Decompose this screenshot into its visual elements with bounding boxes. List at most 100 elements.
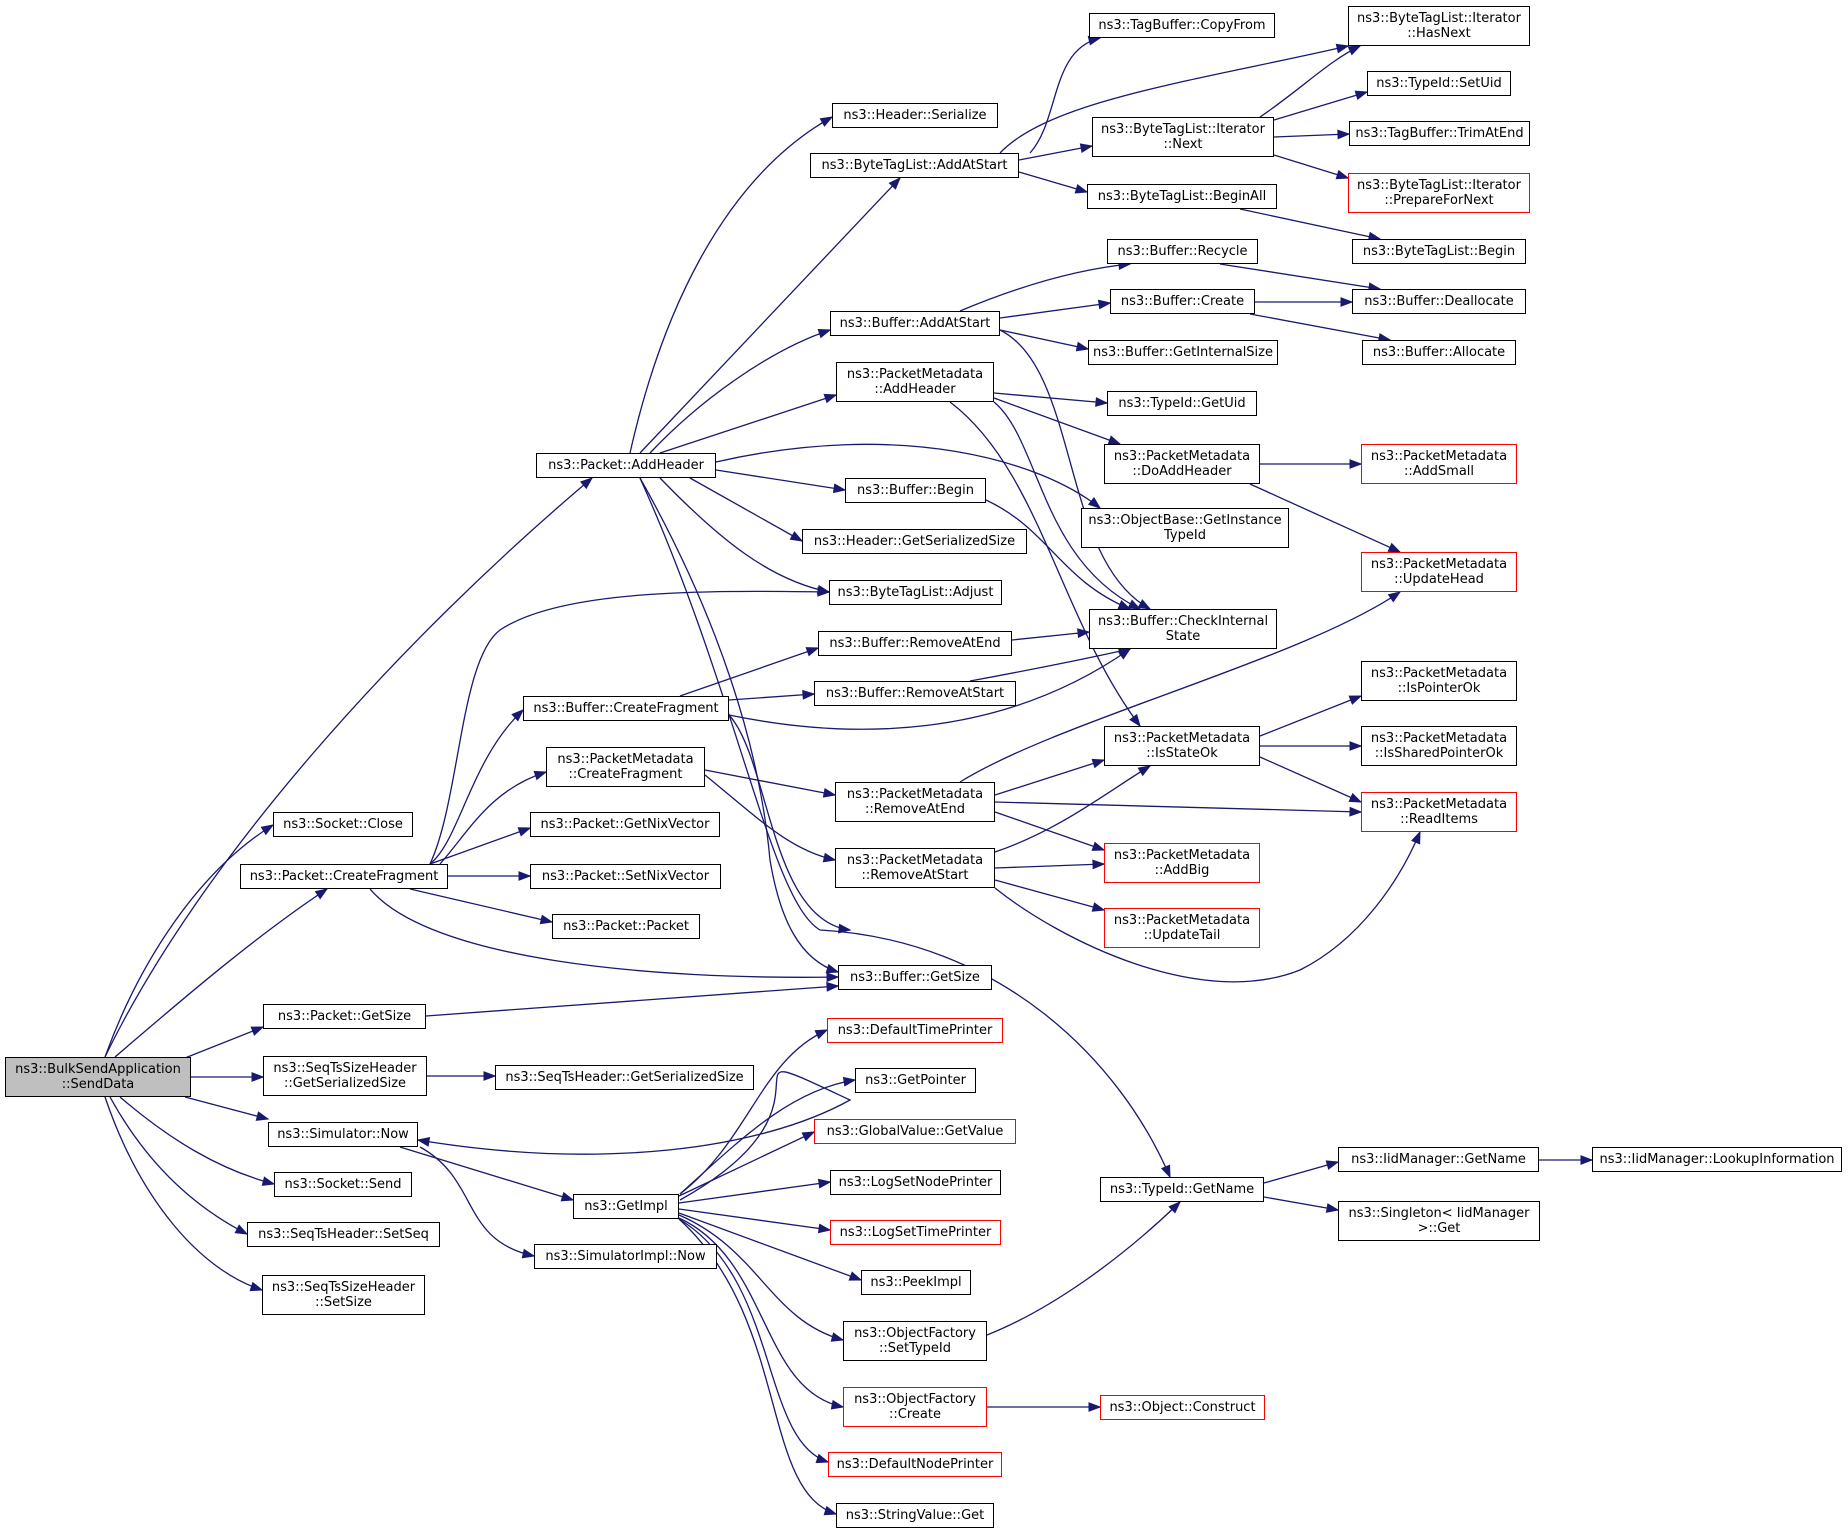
e-ah-hgss [689,477,804,542]
node-packet-addheader[interactable]: ns3::Packet::AddHeader [536,453,716,478]
e-next-prepare [1273,154,1350,180]
e-doadd-updatehead [1249,483,1402,553]
node-packetmetadata-issharedpointerok[interactable]: ns3::PacketMetadata::IsSharedPointerOk [1361,726,1517,766]
node-typeid-getuid[interactable]: ns3::TypeId::GetUid [1107,391,1257,416]
e-getimpl-simnow [416,1071,852,1201]
e-pmah-isstateok [949,401,1141,728]
e-getimpl-globalvalue [678,1131,816,1197]
node-packetmetadata-createfragment[interactable]: ns3::PacketMetadata::CreateFragment [546,747,705,787]
e-root-addheader [104,477,594,1058]
node-buffer-allocate[interactable]: ns3::Buffer::Allocate [1362,340,1516,365]
node-peekimpl[interactable]: ns3::PeekImpl [861,1270,971,1295]
e-pcf-packet [409,888,554,925]
node-tagbuffer-copyfrom[interactable]: ns3::TagBuffer::CopyFrom [1089,13,1275,38]
node-typeid-setuid[interactable]: ns3::TypeId::SetUid [1367,71,1511,96]
node-getimpl[interactable]: ns3::GetImpl [573,1194,679,1219]
node-packetmetadata-addsmall[interactable]: ns3::PacketMetadata::AddSmall [1361,444,1517,484]
node-buffer-create[interactable]: ns3::Buffer::Create [1110,289,1255,314]
e-pmras-readitems [994,830,1421,983]
node-getpointer[interactable]: ns3::GetPointer [855,1068,976,1093]
node-buffer-getinternalsize[interactable]: ns3::Buffer::GetInternalSize [1088,340,1278,365]
node-buffer-createfragment[interactable]: ns3::Buffer::CreateFragment [523,696,729,721]
node-packetmetadata-ispointerok[interactable]: ns3::PacketMetadata::IsPointerOk [1361,661,1517,701]
node-objectfactory-settypeid[interactable]: ns3::ObjectFactory::SetTypeId [843,1321,987,1361]
e-pmras-updatetail [994,879,1106,912]
node-buffer-addatstart[interactable]: ns3::Buffer::AddAtStart [830,311,1000,336]
node-bytetaglist-begin[interactable]: ns3::ByteTagList::Begin [1352,239,1526,264]
e-ah-adjust [659,477,831,595]
e-getimpl-peekimpl [678,1212,863,1281]
node-buffer-getsize[interactable]: ns3::Buffer::GetSize [838,965,992,990]
e-btladd-copyfrom [1029,35,1102,154]
node-defaultnodeprinter[interactable]: ns3::DefaultNodePrinter [828,1452,1002,1477]
node-packetmetadata-isstateok[interactable]: ns3::PacketMetadata::IsStateOk [1104,726,1260,766]
node-buffer-removeatend[interactable]: ns3::Buffer::RemoveAtEnd [818,631,1012,656]
node-typeid-getname[interactable]: ns3::TypeId::GetName [1100,1177,1264,1202]
e-pmcf-pmremoveatend [704,769,837,798]
node-buffer-deallocate[interactable]: ns3::Buffer::Deallocate [1352,289,1526,314]
node-seqtssizeheader-getserializedsize[interactable]: ns3::SeqTsSizeHeader::GetSerializedSize [263,1056,427,1096]
node-stringvalue-get[interactable]: ns3::StringValue::Get [836,1503,994,1528]
node-packet-getsize[interactable]: ns3::Packet::GetSize [263,1004,426,1029]
node-seqtssizeheader-setsize[interactable]: ns3::SeqTsSizeHeader::SetSize [262,1275,425,1315]
node-globalvalue-getvalue[interactable]: ns3::GlobalValue::GetValue [814,1119,1016,1144]
node-bytetaglist-iterator-next[interactable]: ns3::ByteTagList::Iterator::Next [1092,117,1274,157]
node-simulator-now[interactable]: ns3::Simulator::Now [268,1122,418,1147]
node-iidmanager-lookupinformation[interactable]: ns3::IidManager::LookupInformation [1592,1147,1842,1172]
node-header-getserializedsize[interactable]: ns3::Header::GetSerializedSize [802,529,1027,554]
node-packet-packet[interactable]: ns3::Packet::Packet [552,914,700,939]
node-packet-createfragment[interactable]: ns3::Packet::CreateFragment [240,864,448,889]
e-pcf-getnix [429,827,532,865]
e-getimpl-settypeid [678,1214,845,1342]
e-pcf-bcf [429,709,525,865]
node-bytetaglist-iterator-hasnext[interactable]: ns3::ByteTagList::Iterator::HasNext [1348,6,1530,46]
node-bytetaglist-addatstart[interactable]: ns3::ByteTagList::AddAtStart [810,153,1019,178]
node-objectfactory-create[interactable]: ns3::ObjectFactory::Create [843,1387,987,1427]
node-logsettimeprinter[interactable]: ns3::LogSetTimePrinter [830,1220,1001,1245]
e-bcf-typeidgetname [728,714,852,934]
node-packetmetadata-updatetail[interactable]: ns3::PacketMetadata::UpdateTail [1104,908,1260,948]
node-defaulttimeprinter[interactable]: ns3::DefaultTimePrinter [827,1018,1003,1043]
node-buffer-recycle[interactable]: ns3::Buffer::Recycle [1107,239,1258,264]
e-settypeid-typeidgetname [986,1201,1182,1336]
e-getimpl-lognode [678,1178,832,1204]
node-bytetaglist-adjust[interactable]: ns3::ByteTagList::Adjust [829,580,1002,605]
node-packetmetadata-readitems[interactable]: ns3::PacketMetadata::ReadItems [1361,792,1517,832]
node-simulatorimpl-now[interactable]: ns3::SimulatorImpl::Now [534,1244,717,1269]
e-root-createfragment [114,888,329,1058]
node-buffer-removeatstart[interactable]: ns3::Buffer::RemoveAtStart [814,681,1016,706]
node-seqtsheader-getserializedsize[interactable]: ns3::SeqTsHeader::GetSerializedSize [495,1065,754,1090]
node-packetmetadata-updatehead[interactable]: ns3::PacketMetadata::UpdateHead [1361,552,1517,592]
node-packetmetadata-removeatend[interactable]: ns3::PacketMetadata::RemoveAtEnd [835,782,995,822]
node-packetmetadata-addheader[interactable]: ns3::PacketMetadata::AddHeader [836,362,994,402]
node-iidmanager-getname[interactable]: ns3::IidManager::GetName [1338,1147,1539,1172]
node-packet-getnixvector[interactable]: ns3::Packet::GetNixVector [530,812,720,837]
node-socket-send[interactable]: ns3::Socket::Send [274,1172,412,1197]
e-isstateok-issharedpointerok [1260,741,1363,751]
node-singleton-iidmanager-get[interactable]: ns3::Singleton< IidManager>::Get [1338,1201,1540,1241]
e-next-setuid [1273,90,1369,121]
e-simnow-getimpl [399,1146,575,1202]
e-next-trimatend [1273,129,1351,140]
node-bytetaglist-iterator-preparefornext[interactable]: ns3::ByteTagList::Iterator::PrepareForNe… [1348,173,1530,213]
e-root-simnow [184,1096,270,1121]
node-header-serialize[interactable]: ns3::Header::Serialize [832,103,998,128]
e-pcf-getsize [369,888,840,983]
e-iidgetname-lookup [1539,1155,1594,1165]
node-packetmetadata-addbig[interactable]: ns3::PacketMetadata::AddBig [1104,843,1260,883]
node-tagbuffer-trimatend[interactable]: ns3::TagBuffer::TrimAtEnd [1349,121,1530,146]
e-seqtssize-seqts [427,1071,497,1081]
node-buffer-begin[interactable]: ns3::Buffer::Begin [845,478,986,503]
node-packet-setnixvector[interactable]: ns3::Packet::SetNixVector [530,864,721,889]
node-socket-close[interactable]: ns3::Socket::Close [273,812,413,837]
node-packetmetadata-removeatstart[interactable]: ns3::PacketMetadata::RemoveAtStart [835,848,995,888]
e-ah-pmah [659,393,838,454]
node-object-construct[interactable]: ns3::Object::Construct [1100,1395,1265,1420]
node-logsetnodeprinter[interactable]: ns3::LogSetNodePrinter [830,1170,1001,1195]
node-seqtsheader-setseq[interactable]: ns3::SeqTsHeader::SetSeq [247,1222,440,1247]
node-packetmetadata-doaddheader[interactable]: ns3::PacketMetadata::DoAddHeader [1104,444,1260,484]
node-bytetaglist-beginall[interactable]: ns3::ByteTagList::BeginAll [1087,184,1277,209]
